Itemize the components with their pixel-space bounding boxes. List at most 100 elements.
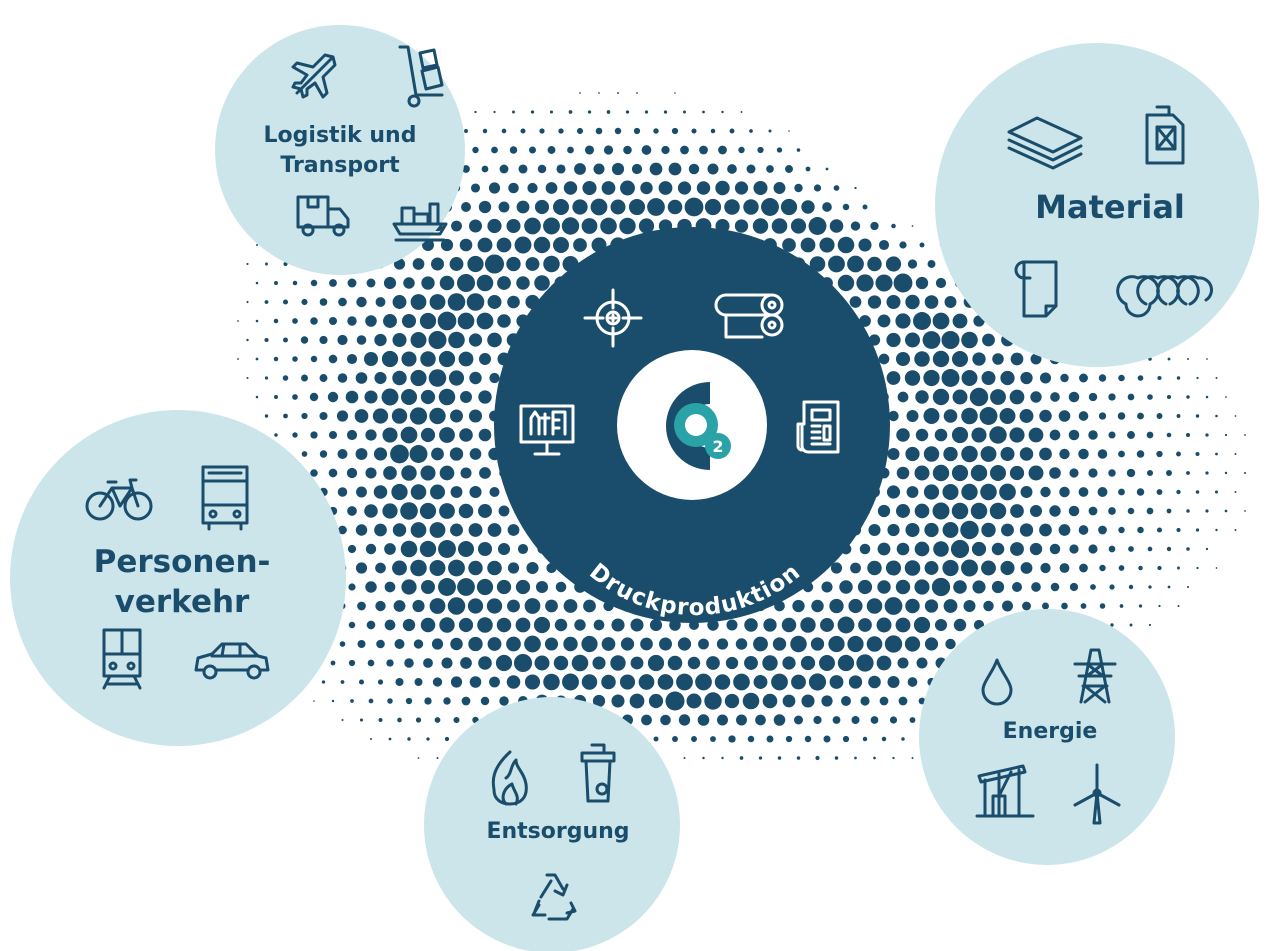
halftone-dot [691, 736, 697, 742]
halftone-dot [1060, 373, 1069, 383]
halftone-dot [476, 274, 494, 292]
halftone-dot [462, 165, 470, 173]
halftone-dot [237, 320, 239, 322]
halftone-dot [739, 756, 744, 760]
halftone-dot [439, 465, 455, 481]
halftone-dot [704, 692, 722, 710]
halftone-dot [1147, 546, 1153, 552]
halftone-dot [376, 639, 385, 649]
halftone-dot [808, 217, 827, 235]
halftone-dot [1148, 585, 1152, 589]
halftone-dot [734, 219, 749, 233]
halftone-dot [506, 256, 521, 272]
halftone-dot [601, 637, 616, 651]
halftone-dot [364, 352, 378, 366]
halftone-dot [364, 390, 378, 404]
halftone-dot [367, 659, 375, 667]
halftone-dot [581, 218, 598, 234]
halftone-dot [1137, 526, 1144, 534]
halftone-dot [388, 737, 392, 741]
halftone-dot [401, 579, 417, 595]
halftone-dot [854, 756, 857, 760]
halftone-dot [458, 351, 474, 367]
category-title: Energie [1003, 719, 1098, 744]
halftone-dot [877, 314, 891, 328]
halftone-dot [468, 523, 483, 537]
halftone-dot [746, 164, 756, 174]
halftone-dot [859, 543, 871, 555]
halftone-dot [970, 502, 988, 520]
halftone-dot [509, 146, 518, 154]
halftone-dot [801, 694, 815, 708]
halftone-dot [753, 180, 768, 196]
halftone-dot [444, 736, 450, 742]
halftone-dot [914, 465, 930, 481]
halftone-dot [1050, 392, 1060, 402]
halftone-dot [1196, 376, 1199, 380]
halftone-dot [923, 446, 940, 462]
halftone-dot [1069, 468, 1079, 478]
halftone-dot [552, 236, 570, 254]
halftone-dot [246, 376, 249, 380]
halftone-dot [808, 673, 827, 691]
halftone-dot [961, 370, 978, 386]
halftone-dot [951, 350, 969, 368]
halftone-dot [273, 356, 279, 362]
halftone-dot [459, 238, 473, 252]
halftone-dot [426, 737, 430, 741]
halftone-dot [702, 110, 705, 114]
halftone-dot [1126, 468, 1136, 478]
halftone-dot [785, 165, 793, 173]
halftone-dot [934, 428, 948, 442]
halftone-dot [438, 350, 456, 368]
halftone-dot [907, 259, 918, 269]
halftone-dot [856, 654, 874, 672]
halftone-dot [1108, 393, 1116, 401]
halftone-dot [1079, 373, 1088, 383]
halftone-dot [346, 467, 358, 479]
halftone-dot [1069, 544, 1079, 554]
halftone-dot [879, 696, 889, 706]
halftone-dot [576, 127, 584, 135]
halftone-dot [539, 128, 545, 134]
halftone-dot [1186, 471, 1190, 475]
halftone-dot [951, 426, 969, 444]
halftone-dot [264, 414, 269, 418]
halftone-dot [1195, 414, 1200, 418]
halftone-dot [860, 696, 870, 706]
halftone-dot [441, 657, 453, 669]
halftone-dot [724, 199, 740, 215]
halftone-dot [867, 256, 882, 272]
halftone-dot [989, 464, 1007, 482]
halftone-dot [431, 638, 444, 650]
halftone-dot [434, 717, 441, 723]
halftone-dot [611, 162, 625, 176]
halftone-dot [762, 655, 778, 671]
halftone-dot [246, 300, 249, 304]
halftone-dot [953, 580, 967, 594]
halftone-dot [469, 219, 482, 233]
halftone-dot [431, 257, 444, 271]
halftone-dot [374, 333, 387, 347]
halftone-dot [886, 371, 901, 385]
halftone-dot [330, 660, 336, 666]
halftone-dot [766, 735, 774, 743]
halftone-dot [628, 198, 646, 216]
halftone-dot [923, 484, 940, 500]
halftone-dot [935, 277, 947, 289]
halftone-dot [1118, 374, 1125, 382]
halftone-dot [847, 255, 864, 273]
halftone-dot [848, 675, 863, 689]
halftone-dot [501, 128, 507, 134]
halftone-dot [397, 717, 402, 723]
halftone-dot [547, 146, 556, 154]
halftone-dot [980, 483, 997, 501]
halftone-dot [409, 445, 428, 463]
halftone-dot [729, 128, 735, 134]
halftone-dot [896, 542, 910, 556]
halftone-dot [592, 656, 606, 670]
halftone-dot [392, 370, 407, 386]
halftone-dot [847, 635, 864, 653]
halftone-dot [339, 641, 346, 647]
halftone-dot [487, 523, 502, 537]
